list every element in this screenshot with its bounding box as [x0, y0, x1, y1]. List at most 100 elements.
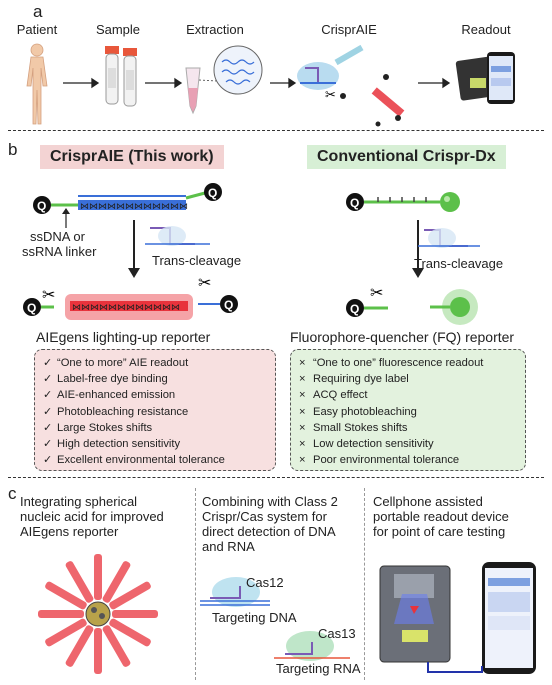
sna-ray	[94, 628, 102, 674]
targeting-dna-label: Targeting DNA	[212, 610, 297, 625]
aie-features-list: ✓ “One to more” AIE readout ✓ Label-free dy…	[35, 350, 275, 473]
separator-bc	[8, 477, 544, 478]
quencher-right-bottom: Q	[224, 298, 233, 312]
aie-features-box: ✓ “One to more” AIE readout ✓ Label-free dy…	[34, 349, 276, 471]
step-sample-label: Sample	[95, 22, 141, 37]
panel-c-letter: c	[8, 484, 17, 503]
right-feature-text: Small Stokes shifts	[313, 421, 408, 434]
left-trans-cleavage: Trans-cleavage	[152, 253, 242, 268]
sample-tubes-icon	[105, 46, 137, 107]
aie-reporter-label: AIEgens lighting-up reporter	[36, 329, 211, 345]
sna-ray	[109, 618, 151, 647]
cross-icon: ×	[299, 357, 306, 369]
spherical-nucleic-acid-illustration	[38, 554, 158, 674]
svg-text:✂: ✂	[370, 285, 383, 302]
check-icon: ✓	[43, 405, 53, 418]
left-feature-text: Excellent environmental tolerance	[57, 454, 225, 467]
sna-ray	[45, 581, 87, 610]
right-feature-item: × Easy photobleaching	[299, 404, 517, 420]
right-feature-text: ACQ effect	[313, 389, 368, 402]
right-feature-item: × “One to one” fluorescence readout	[299, 355, 517, 371]
extraction-tube-icon	[185, 45, 263, 115]
left-feature-text: High detection sensitivity	[57, 438, 181, 451]
right-feature-item: × Requiring dye label	[299, 371, 517, 387]
conventional-title: Conventional Crispr-Dx	[307, 145, 506, 169]
left-feature-item: ✓ Photobleaching resistance	[43, 404, 267, 420]
left-feature-text: Label-free dye binding	[57, 373, 168, 386]
right-feature-item: × Low detection sensitivity	[299, 436, 517, 452]
cross-icon: ×	[299, 454, 306, 467]
sna-ray	[109, 581, 151, 610]
cross-icon: ×	[299, 405, 306, 418]
sna-ray	[45, 618, 87, 647]
sna-ray	[102, 625, 131, 667]
left-feature-item: ✓ “One to more” AIE readout	[43, 355, 267, 371]
targeting-rna-label: Targeting RNA	[276, 661, 361, 676]
left-feature-text: Photobleaching resistance	[57, 405, 189, 418]
crispraie-title: CrisprAIE (This work)	[40, 145, 224, 169]
quencher-left-top: Q	[37, 199, 46, 213]
panel-b-letter: b	[8, 140, 18, 159]
fq-features-list: × “One to one” fluorescence readout × Requi…	[291, 350, 525, 473]
check-icon: ✓	[43, 421, 53, 434]
right-feature-text: Easy photobleaching	[313, 405, 417, 418]
right-feature-item: × ACQ effect	[299, 387, 517, 403]
sna-ray	[112, 610, 158, 618]
panel-a-letter: a	[33, 2, 43, 21]
left-feature-text: “One to more” AIE readout	[57, 357, 189, 369]
cross-icon: ×	[299, 373, 306, 386]
check-icon: ✓	[43, 357, 53, 369]
linker-label-2: ssRNA linker	[22, 244, 97, 259]
left-feature-item: ✓ AIE-enhanced emission	[43, 387, 267, 403]
left-feature-item: ✓ Label-free dye binding	[43, 371, 267, 387]
quencher-left-bottom: Q	[27, 301, 36, 315]
left-feature-text: Large Stokes shifts	[57, 421, 153, 434]
left-feature-text: AIE-enhanced emission	[57, 389, 176, 402]
sna-ray	[38, 610, 84, 618]
cas13-label: Cas13	[318, 626, 356, 641]
right-feature-text: Poor environmental tolerance	[313, 454, 460, 467]
step-readout-label: Readout	[461, 22, 511, 37]
separator-c1	[195, 488, 196, 680]
cross-icon: ×	[299, 389, 306, 402]
linker-label-1: ssDNA or	[30, 229, 85, 244]
check-icon: ✓	[43, 373, 53, 386]
svg-text:⋈⋈⋈⋈⋈⋈⋈⋈⋈⋈⋈⋈: ⋈⋈⋈⋈⋈⋈⋈⋈⋈⋈⋈⋈	[80, 201, 188, 211]
cross-icon: ×	[299, 438, 306, 451]
conventional-scheme: Q Q ✂	[346, 192, 480, 325]
svg-text:⋈⋈⋈⋈⋈⋈⋈⋈⋈⋈⋈⋈: ⋈⋈⋈⋈⋈⋈⋈⋈⋈⋈⋈⋈	[72, 302, 180, 312]
svg-text:✂: ✂	[325, 87, 336, 102]
patient-figure	[26, 43, 48, 125]
right-feature-text: Low detection sensitivity	[313, 438, 434, 451]
svg-text:✂: ✂	[198, 275, 211, 292]
left-feature-item: ✓ Excellent environmental tolerance	[43, 452, 267, 468]
quencher-conv-bottom: Q	[350, 302, 359, 316]
portable-readout-illustration	[379, 562, 536, 674]
right-trans-cleavage: Trans-cleavage	[414, 256, 504, 271]
separator-ab	[8, 130, 544, 131]
crispraie-reaction-icon: ✂	[297, 44, 405, 127]
crispraie-scheme: Q ⋈⋈⋈⋈⋈⋈⋈⋈⋈⋈⋈⋈ Q ⋈⋈⋈⋈⋈⋈⋈⋈⋈⋈⋈⋈ Q ✂ Q ✂	[23, 183, 238, 320]
right-feature-text: Requiring dye label	[313, 373, 409, 386]
cas-system-illustration	[200, 577, 350, 661]
svg-text:✂: ✂	[42, 287, 55, 304]
right-feature-item: × Poor environmental tolerance	[299, 452, 517, 468]
cross-icon: ×	[299, 421, 306, 434]
check-icon: ✓	[43, 454, 53, 467]
sna-ray	[65, 625, 94, 667]
sna-ray	[65, 561, 94, 603]
workflow-illustration: ✂	[26, 43, 515, 127]
right-feature-text: “One to one” fluorescence readout	[313, 357, 484, 369]
fq-reporter-label: Fluorophore-quencher (FQ) reporter	[290, 329, 515, 345]
step-extraction-label: Extraction	[186, 22, 244, 37]
separator-c2	[364, 488, 365, 680]
check-icon: ✓	[43, 438, 53, 451]
quencher-conv-top: Q	[350, 196, 359, 210]
check-icon: ✓	[43, 389, 53, 402]
sna-ray	[94, 554, 102, 600]
readout-device-icon	[455, 52, 515, 104]
right-feature-item: × Small Stokes shifts	[299, 420, 517, 436]
